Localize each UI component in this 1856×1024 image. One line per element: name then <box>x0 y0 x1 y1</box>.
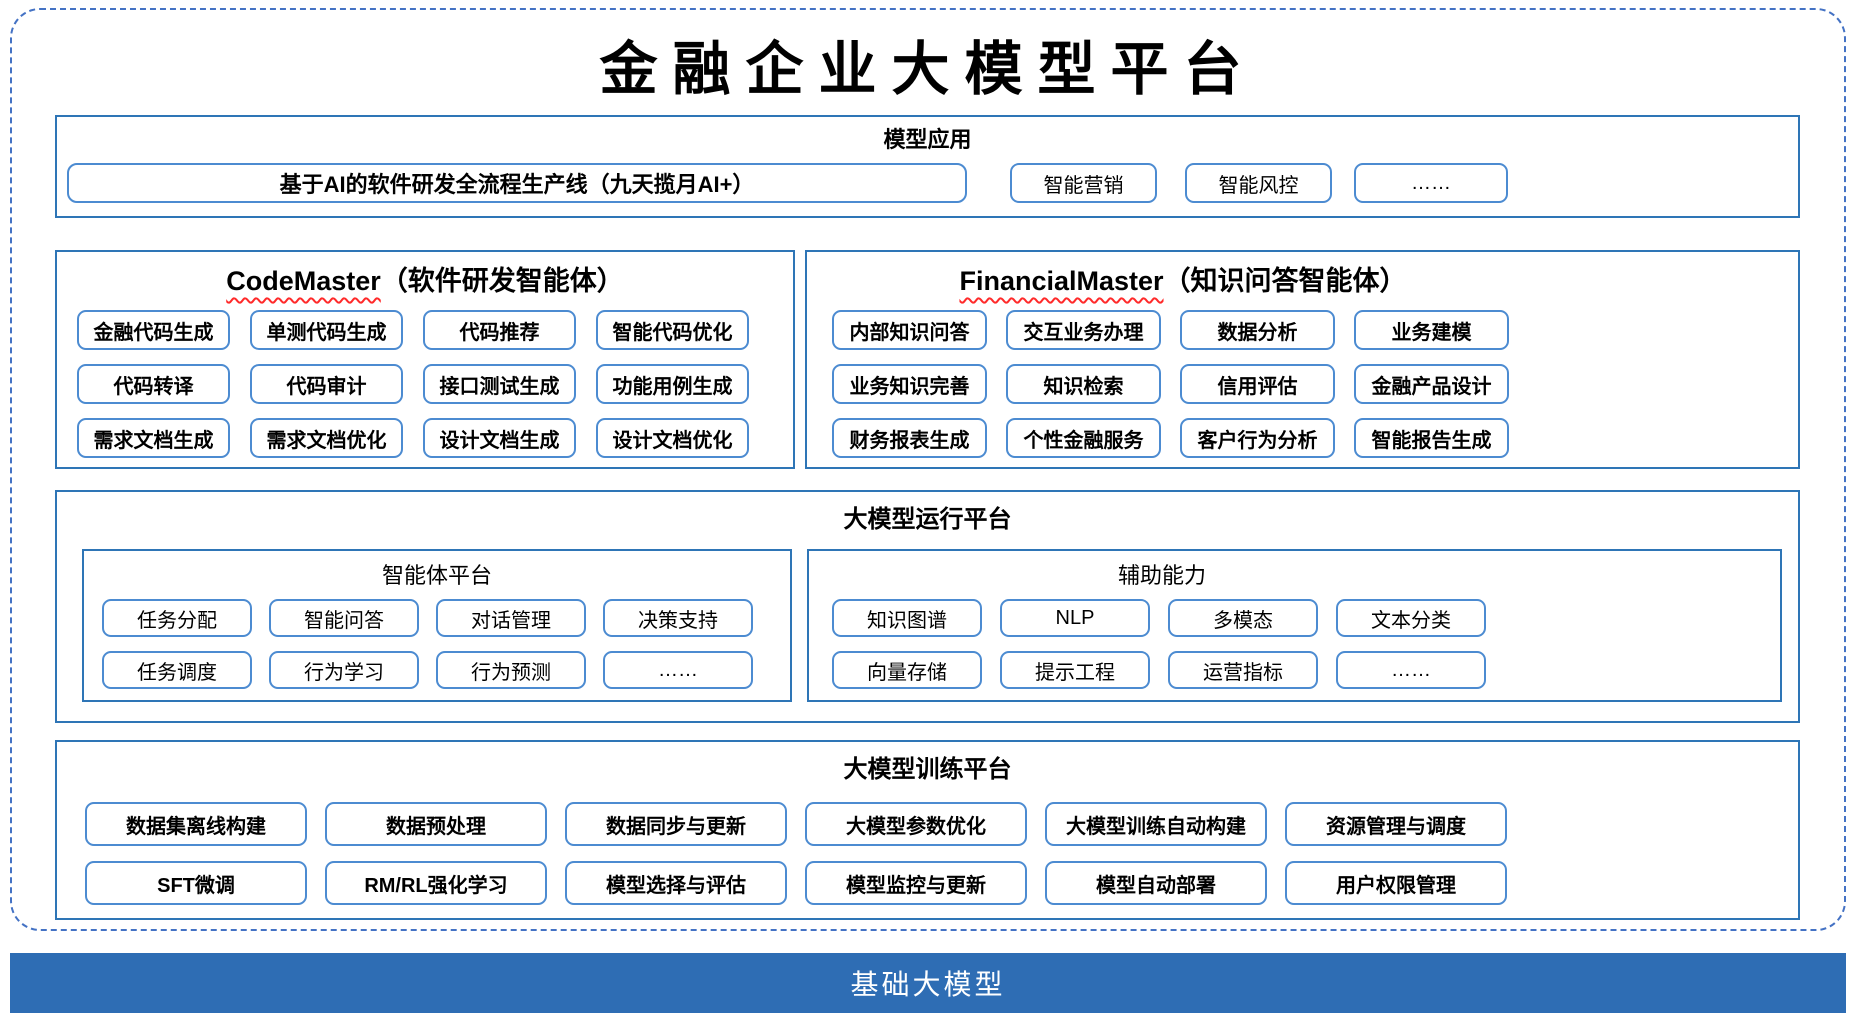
section-training-platform: 大模型训练平台 数据集离线构建数据预处理数据同步与更新大模型参数优化大模型训练自… <box>55 740 1800 920</box>
capability-box: 大模型参数优化 <box>805 802 1027 846</box>
capability-box: …… <box>603 651 753 689</box>
codemaster-grid: 金融代码生成单测代码生成代码推荐智能代码优化代码转译代码审计接口测试生成功能用例… <box>77 310 777 458</box>
capability-box: 知识检索 <box>1006 364 1161 404</box>
capability-box: 数据预处理 <box>325 802 547 846</box>
capability-box: 需求文档生成 <box>77 418 230 458</box>
capability-box: 数据分析 <box>1180 310 1335 350</box>
capability-box: 金融代码生成 <box>77 310 230 350</box>
capability-box: 模型选择与评估 <box>565 861 787 905</box>
capability-box: 数据集离线构建 <box>85 802 307 846</box>
capability-box-ellipsis: …… <box>1354 163 1508 203</box>
capability-box: 智能报告生成 <box>1354 418 1509 458</box>
capability-box: 客户行为分析 <box>1180 418 1335 458</box>
capability-box: 智能代码优化 <box>596 310 749 350</box>
capability-box: 内部知识问答 <box>832 310 987 350</box>
capability-box: 设计文档优化 <box>596 418 749 458</box>
capability-box: 决策支持 <box>603 599 753 637</box>
capability-box: 行为预测 <box>436 651 586 689</box>
capability-box: …… <box>1336 651 1486 689</box>
section-financialmaster: FinancialMaster（知识问答智能体） 内部知识问答交互业务办理数据分… <box>805 250 1800 469</box>
financialmaster-title-en: FinancialMaster <box>959 266 1164 296</box>
auxiliary-inner: 辅助能力 知识图谱 NLP 多模态文本分类向量存储提示工程运营指标 …… <box>832 551 1492 689</box>
capability-box: 用户权限管理 <box>1285 861 1507 905</box>
capability-box: 智能营销 <box>1010 163 1157 203</box>
capability-box: 需求文档优化 <box>250 418 403 458</box>
section-runtime-platform: 大模型运行平台 智能体平台 任务分配智能问答对话管理决策支持任务调度行为学习行为… <box>55 490 1800 723</box>
capability-box: 信用评估 <box>1180 364 1335 404</box>
capability-box: 业务知识完善 <box>832 364 987 404</box>
foundation-model-label: 基础大模型 <box>850 969 1006 1000</box>
capability-box: 文本分类 <box>1336 599 1486 637</box>
foundation-model-bar: 基础大模型 <box>10 953 1846 1013</box>
codemaster-title-en: CodeMaster <box>226 266 381 296</box>
training-grid: 数据集离线构建数据预处理数据同步与更新大模型参数优化大模型训练自动构建资源管理与… <box>85 802 1535 905</box>
financialmaster-title-zh: （知识问答智能体） <box>1163 266 1407 296</box>
capability-box: 单测代码生成 <box>250 310 403 350</box>
model-app-header: 模型应用 <box>883 127 972 152</box>
capability-box: 对话管理 <box>436 599 586 637</box>
capability-box: 财务报表生成 <box>832 418 987 458</box>
page-title: 金融企业大模型平台 <box>599 35 1257 103</box>
capability-box: 代码审计 <box>250 364 403 404</box>
agent-platform-title: 智能体平台 <box>381 563 492 588</box>
training-header: 大模型训练平台 <box>843 756 1012 783</box>
capability-box: 运营指标 <box>1168 651 1318 689</box>
capability-box: 交互业务办理 <box>1006 310 1161 350</box>
capability-box: 知识图谱 <box>832 599 982 637</box>
capability-box: 金融产品设计 <box>1354 364 1509 404</box>
capability-box-main-pipeline: 基于AI的软件研发全流程生产线（九天揽月AI+） <box>67 163 967 203</box>
capability-box: 代码推荐 <box>423 310 576 350</box>
capability-box: 提示工程 <box>1000 651 1150 689</box>
capability-box: 模型自动部署 <box>1045 861 1267 905</box>
agent-platform-grid: 任务分配智能问答对话管理决策支持任务调度行为学习行为预测 …… <box>102 599 782 689</box>
runtime-header: 大模型运行平台 <box>843 506 1012 533</box>
subsection-auxiliary-capabilities: 辅助能力 知识图谱 NLP 多模态文本分类向量存储提示工程运营指标 …… <box>807 549 1782 702</box>
capability-box: 大模型训练自动构建 <box>1045 802 1267 846</box>
subsection-agent-platform: 智能体平台 任务分配智能问答对话管理决策支持任务调度行为学习行为预测 …… <box>82 549 792 702</box>
codemaster-title-zh: （软件研发智能体） <box>380 266 624 296</box>
financialmaster-inner: FinancialMaster（知识问答智能体） 内部知识问答交互业务办理数据分… <box>832 252 1534 458</box>
capability-box: 设计文档生成 <box>423 418 576 458</box>
capability-box: 资源管理与调度 <box>1285 802 1507 846</box>
capability-box: 代码转译 <box>77 364 230 404</box>
capability-box: 个性金融服务 <box>1006 418 1161 458</box>
section-codemaster: CodeMaster（软件研发智能体） 金融代码生成单测代码生成代码推荐智能代码… <box>55 250 795 469</box>
financialmaster-grid: 内部知识问答交互业务办理数据分析业务建模业务知识完善知识检索信用评估金融产品设计… <box>832 310 1534 458</box>
capability-box: 智能风控 <box>1185 163 1332 203</box>
capability-box: 智能问答 <box>269 599 419 637</box>
capability-box: 模型监控与更新 <box>805 861 1027 905</box>
capability-box: 接口测试生成 <box>423 364 576 404</box>
capability-box: NLP <box>1000 599 1150 637</box>
capability-box: 业务建模 <box>1354 310 1509 350</box>
capability-box: 向量存储 <box>832 651 982 689</box>
capability-box: 行为学习 <box>269 651 419 689</box>
auxiliary-grid: 知识图谱 NLP 多模态文本分类向量存储提示工程运营指标 …… <box>832 599 1492 689</box>
codemaster-title: CodeMaster（软件研发智能体） <box>57 252 793 298</box>
section-model-applications: 模型应用 基于AI的软件研发全流程生产线（九天揽月AI+） 智能营销 智能风控 … <box>55 115 1800 218</box>
capability-box: 功能用例生成 <box>596 364 749 404</box>
capability-box: 任务调度 <box>102 651 252 689</box>
capability-box: SFT微调 <box>85 861 307 905</box>
model-app-items-row: 基于AI的软件研发全流程生产线（九天揽月AI+） 智能营销 智能风控 …… <box>67 163 1508 203</box>
capability-box: 任务分配 <box>102 599 252 637</box>
auxiliary-title: 辅助能力 <box>1117 563 1206 588</box>
capability-box: 多模态 <box>1168 599 1318 637</box>
outer-dashed-border <box>10 8 1846 931</box>
financialmaster-title: FinancialMaster（知识问答智能体） <box>832 252 1534 298</box>
capability-box: RM/RL强化学习 <box>325 861 547 905</box>
capability-box: 数据同步与更新 <box>565 802 787 846</box>
